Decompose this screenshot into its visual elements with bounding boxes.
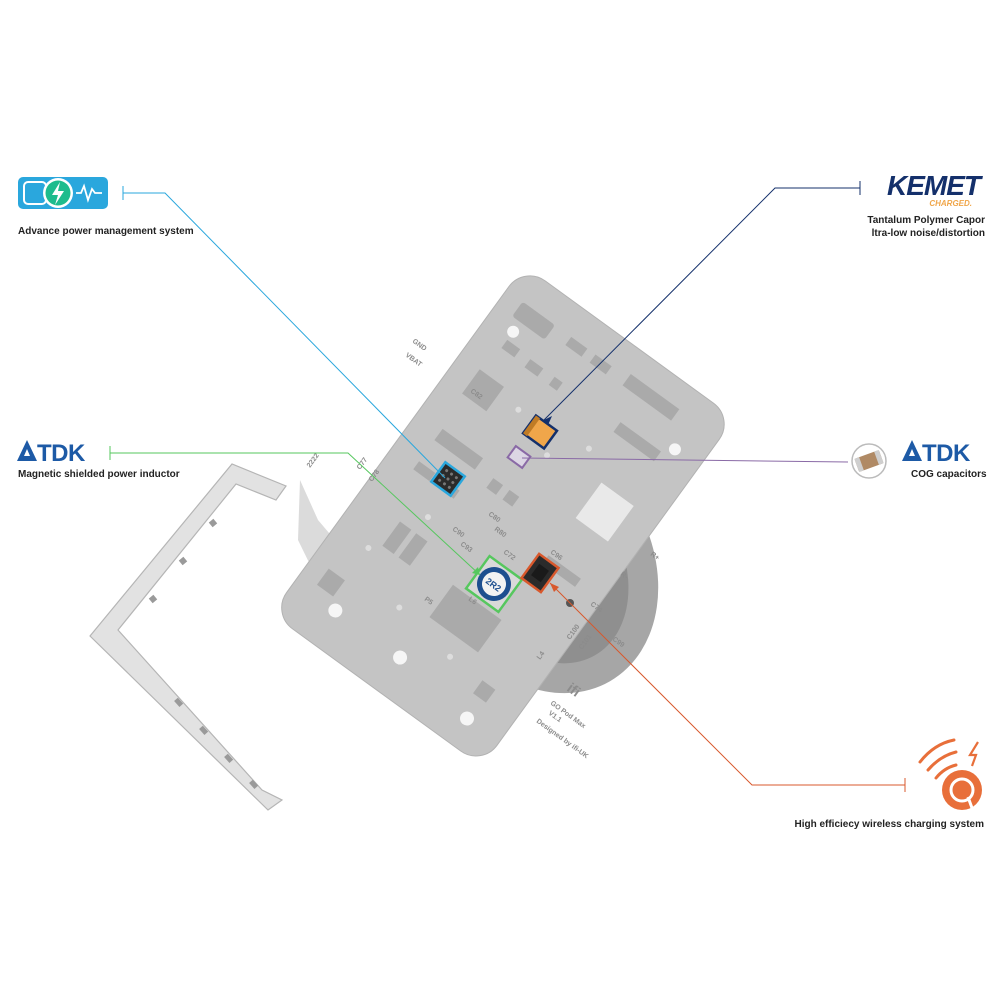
pcb-text-r-minus: R- bbox=[619, 571, 630, 581]
pmic-chip bbox=[429, 460, 467, 498]
kemet-logo: KEMET CHARGED. bbox=[887, 170, 985, 208]
pcb-text-c77: C77 bbox=[356, 457, 369, 472]
cog-capacitor-icon bbox=[851, 443, 887, 479]
caption-inductor: Magnetic shielded power inductor bbox=[18, 469, 180, 480]
kemet-tagline: CHARGED. bbox=[929, 199, 972, 208]
pcb-text-side-code: 2222 bbox=[306, 452, 321, 469]
caption-kemet-line1: Tantalum Polymer Capor bbox=[867, 215, 985, 226]
tdk-logo-inductor: TDK bbox=[17, 440, 86, 467]
tdk-logo-cog: TDK bbox=[902, 440, 971, 467]
tdk-brand-inductor: TDK bbox=[37, 440, 86, 467]
pcb-text-p5: P5 bbox=[423, 596, 434, 607]
leader-wireless bbox=[549, 582, 905, 786]
leader-inductor bbox=[110, 452, 481, 576]
tantalum-capacitor bbox=[521, 413, 559, 451]
pcb-text-gnd: GND bbox=[411, 338, 428, 353]
battery-power-icon bbox=[18, 177, 108, 209]
pcb-text-l6: L6 bbox=[467, 596, 478, 607]
pcb-board bbox=[281, 275, 725, 757]
wireless-charging-icon bbox=[918, 738, 982, 810]
pcb-text-l4: L4 bbox=[536, 650, 547, 661]
caption-kemet-line2: ltra-low noise/distortion bbox=[872, 228, 985, 239]
wireless-charging-ic bbox=[519, 552, 561, 594]
tdk-brand-cog: TDK bbox=[922, 440, 971, 467]
caption-cog: COG capacitors bbox=[911, 469, 987, 480]
pcb-assembly: GND VBAT C82 C77 C78 C90 C93 C72 C96 C80… bbox=[89, 275, 725, 811]
kemet-brand: KEMET bbox=[887, 170, 984, 201]
cog-capacitor bbox=[506, 444, 532, 470]
metal-frame bbox=[89, 463, 287, 811]
leader-pms bbox=[123, 192, 446, 479]
leader-kemet bbox=[543, 187, 860, 421]
tdk-triangle-icon bbox=[902, 440, 922, 461]
power-inductor: 2R2 bbox=[464, 554, 524, 614]
tdk-triangle-icon bbox=[17, 440, 37, 461]
caption-wireless: High efficiecy wireless charging system bbox=[794, 819, 984, 830]
pcb-text-vbat: VBAT bbox=[404, 352, 424, 369]
pcb-text-r-plus: R+ bbox=[649, 551, 661, 562]
leader-cog bbox=[521, 457, 849, 463]
caption-pms: Advance power management system bbox=[18, 226, 194, 237]
